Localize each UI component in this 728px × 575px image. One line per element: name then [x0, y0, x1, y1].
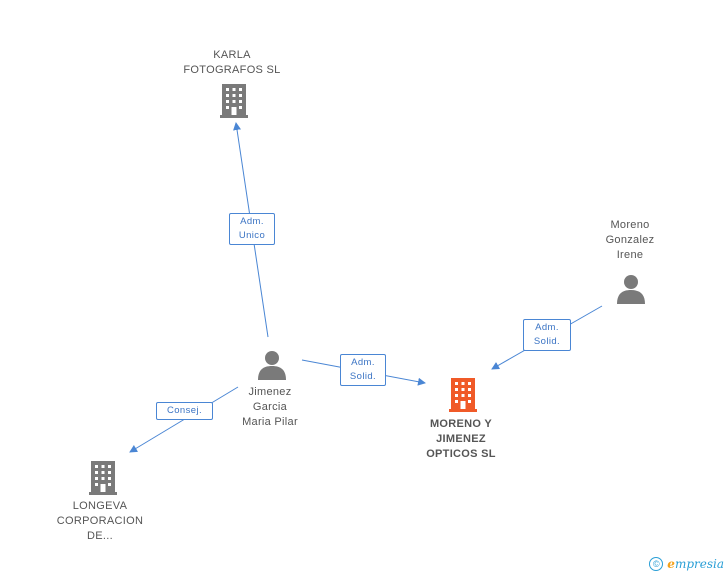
copyright-icon: © [649, 557, 664, 571]
node-label-karla[interactable]: KARLA FOTOGRAFOS SL [183, 49, 281, 76]
edge-label-adm-unico[interactable]: Adm. Unico [229, 213, 275, 245]
building-icon[interactable] [449, 378, 477, 412]
edge-label-adm-solid-right[interactable]: Adm. Solid. [523, 319, 571, 351]
edge-label-consej[interactable]: Consej. [156, 402, 213, 420]
node-label-longeva[interactable]: LONGEVA CORPORACION DE... [56, 500, 144, 542]
node-label-jimenez[interactable]: Jimenez Garcia Maria Pilar [242, 386, 298, 428]
person-icon[interactable] [617, 275, 645, 304]
node-label-center[interactable]: MORENO Y JIMENEZ OPTICOS SL [426, 418, 496, 460]
brand-logo[interactable]: empresia [667, 557, 724, 571]
person-icon[interactable] [258, 351, 286, 380]
node-label-moreno-gonzalez[interactable]: Moreno Gonzalez Irene [605, 219, 655, 261]
edge-label-adm-solid-left[interactable]: Adm. Solid. [340, 354, 386, 386]
footer-brand: © empresia [649, 557, 724, 571]
building-icon[interactable] [89, 461, 117, 495]
building-icon[interactable] [220, 84, 248, 118]
